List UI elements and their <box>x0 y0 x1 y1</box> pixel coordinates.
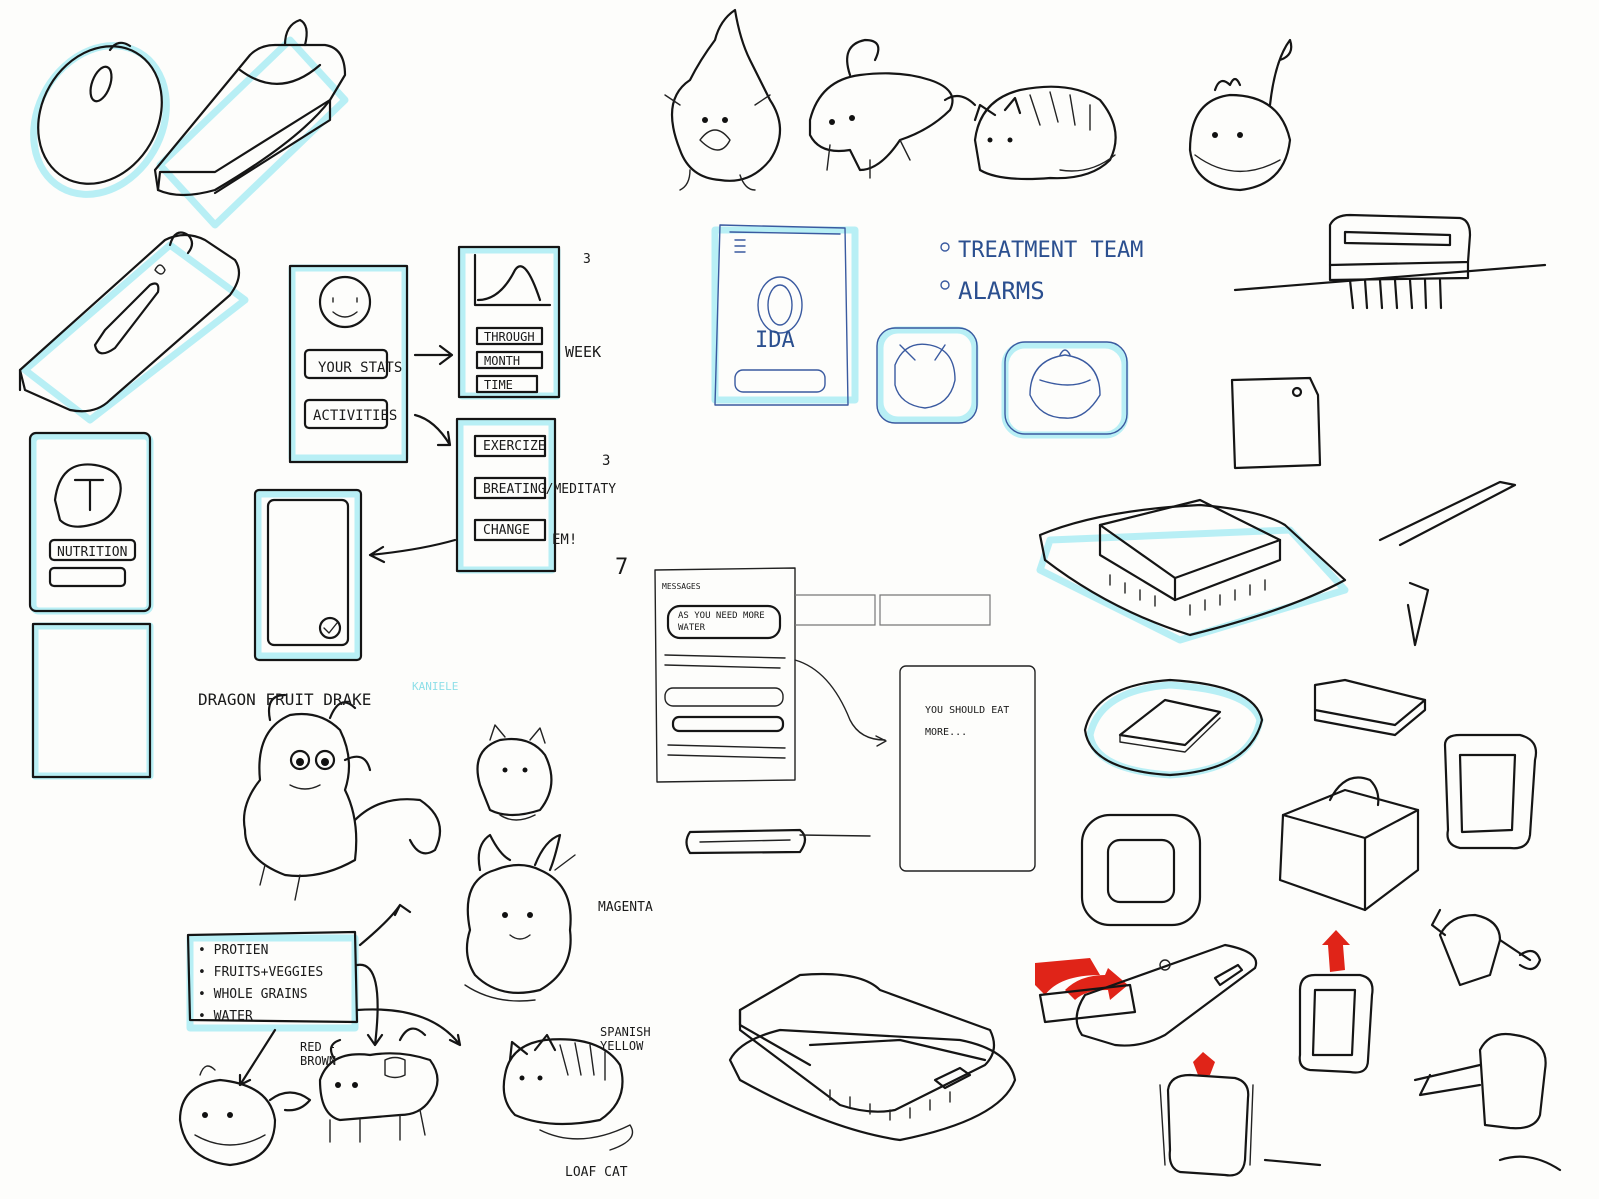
pet-whale-top <box>1188 38 1293 192</box>
clip-device <box>1233 213 1547 310</box>
clip-frame-a <box>1443 733 1538 850</box>
bar-device <box>685 828 871 855</box>
connector-arrow <box>355 963 384 1047</box>
alarms-bullet: ALARMS <box>958 277 1045 305</box>
change-button[interactable]: CHANGE <box>483 523 530 538</box>
slide-tray-device <box>1035 943 1258 1047</box>
exercise-button[interactable]: EXERCIZE <box>483 439 546 454</box>
pet-dragonfruit-top <box>664 8 781 191</box>
week-label: WEEK <box>565 343 602 361</box>
screen-number: 3 <box>602 453 611 469</box>
tag-card <box>1230 376 1322 470</box>
phone-screen-stats <box>457 245 561 400</box>
phone-screen-blank-left <box>31 622 154 780</box>
food-list-box <box>186 930 359 1032</box>
flow-arrow <box>368 538 457 564</box>
your-stats-button[interactable]: YOUR STATS <box>318 360 403 376</box>
message-card-text: YOU SHOULD EAT MORE... <box>925 705 1010 738</box>
food-list-item: • FRUITS+VEGGIES <box>198 965 324 980</box>
docking-tray-device <box>728 972 1017 1142</box>
pointer-arrow <box>1378 480 1517 647</box>
clip-frame-b <box>1298 930 1374 1074</box>
dragon-drake-large <box>242 693 442 901</box>
dragon-drake-title: DRAGON FRUIT DRAKE <box>198 690 372 709</box>
whale-character <box>178 1065 312 1167</box>
treatment-team-bullet: TREATMENT TEAM <box>958 238 1144 263</box>
tag-device-square <box>153 18 349 229</box>
box-device <box>1278 776 1420 912</box>
message-card <box>899 665 1036 872</box>
food-list-item-text: WHOLE GRAINS <box>213 987 308 1002</box>
nutrition-button[interactable]: NUTRITION <box>57 545 128 560</box>
phone-screen-checkin <box>253 488 363 662</box>
food-list-item-text: FRUITS+VEGGIES <box>213 965 324 980</box>
screen-number: 7 <box>615 555 629 580</box>
connector-arrow <box>238 1028 277 1087</box>
pet-cat-top <box>973 85 1117 181</box>
loaf-cat-character <box>502 1033 634 1151</box>
food-list: • PROTIEN • FRUITS+VEGGIES • WHOLE GRAIN… <box>198 940 323 1028</box>
bullet-dots <box>940 242 950 290</box>
messages-header: MESSAGES <box>662 582 701 591</box>
month-button[interactable]: MONTH <box>484 354 521 368</box>
phone-screen-activities <box>455 417 557 574</box>
magenta-label: MAGENTA <box>598 900 653 915</box>
time-button[interactable]: TIME <box>484 378 513 392</box>
pet-dog-top <box>808 38 977 179</box>
square-pad <box>1080 813 1202 927</box>
clip-key-a <box>1430 908 1542 987</box>
flow-arrow <box>413 413 452 447</box>
tag-device-slot <box>18 231 249 424</box>
pad-device-a <box>1083 678 1264 779</box>
loaf-cat-label: LOAF CAT <box>565 1165 628 1180</box>
phone-screen-messages <box>654 567 991 783</box>
food-list-item-text: WATER <box>213 1009 253 1024</box>
connector-arrow <box>358 903 412 947</box>
dog-character <box>318 1027 439 1143</box>
food-list-item: • PROTIEN <box>198 943 269 958</box>
dragon-drake-mid <box>464 833 576 1002</box>
food-list-item: • WATER <box>198 1009 253 1024</box>
book-device <box>1313 678 1427 737</box>
clip-key-b <box>1413 1032 1562 1172</box>
change-suffix: EM! <box>552 532 578 548</box>
clip-frame-c <box>1159 1052 1254 1177</box>
charging-base-device <box>1036 498 1349 644</box>
red-brown-label: RED -BROWN <box>300 1040 337 1068</box>
ida-label: IDA <box>755 328 795 353</box>
dragon-drake-small <box>476 724 553 821</box>
message-bubble: AS YOU NEED MORE WATER <box>678 611 765 633</box>
spanish-yellow-label: SPANISH YELLOW <box>600 1025 651 1053</box>
food-list-item: • WHOLE GRAINS <box>198 987 308 1002</box>
scribble-label: KANIELE <box>412 680 459 693</box>
screen-number: 3 <box>583 252 591 267</box>
breathing-button[interactable]: BREATING/MEDITATY <box>483 482 617 497</box>
connector-arrow <box>355 1008 462 1047</box>
through-button[interactable]: THROUGH <box>484 330 535 344</box>
food-list-item-text: PROTIEN <box>213 943 269 958</box>
pen-stroke <box>1263 1158 1322 1167</box>
phone-screen-ida <box>711 224 859 406</box>
activities-button[interactable]: ACTIVITIES <box>313 408 398 424</box>
tag-device-round <box>30 41 170 198</box>
app-icon-dragonfruit <box>1001 341 1129 439</box>
app-icon-dragon <box>876 326 979 424</box>
flow-arrow <box>413 344 454 366</box>
phone-screen-nutrition <box>28 431 154 615</box>
phone-screen-home <box>288 264 409 464</box>
